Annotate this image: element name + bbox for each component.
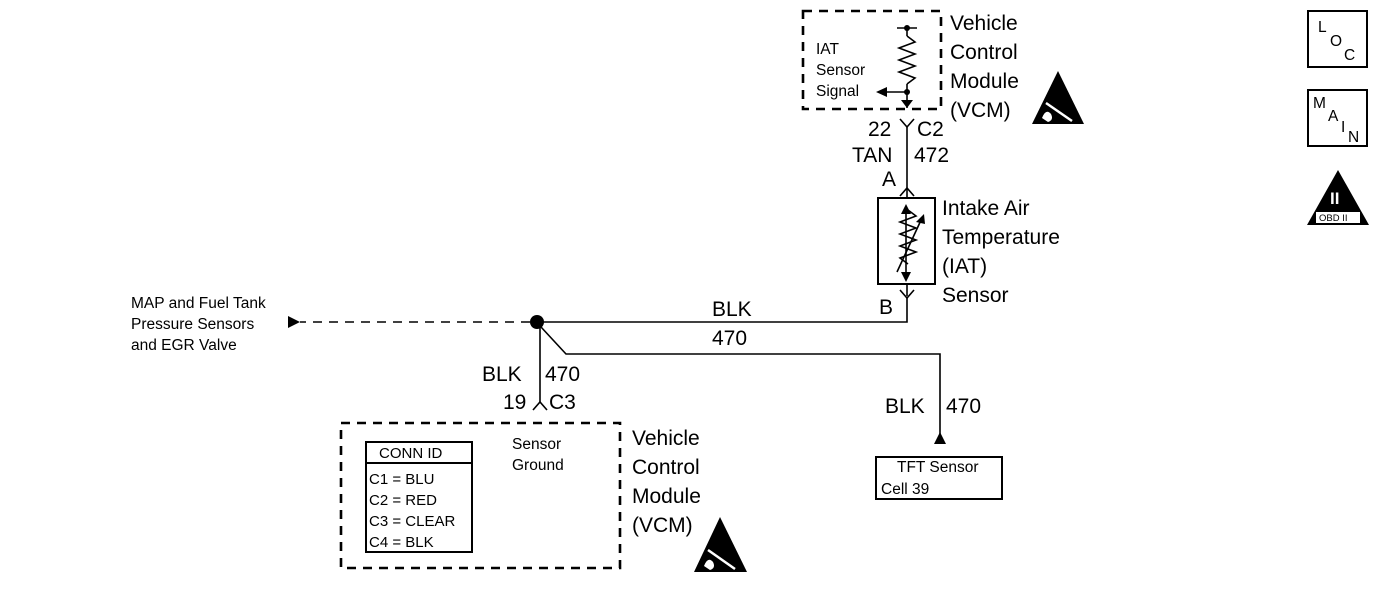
esd-warning-icon xyxy=(694,517,747,572)
esd-warning-icon xyxy=(1032,71,1084,124)
svg-text:M: M xyxy=(1313,95,1326,112)
wire-color-label: BLK xyxy=(482,363,522,386)
connector-id: C3 xyxy=(549,391,576,414)
svg-text:and EGR Valve: and EGR Valve xyxy=(131,337,237,354)
vcm-top-boundary xyxy=(801,9,943,111)
connector-pin-number: 19 xyxy=(503,391,526,414)
vcm-bottom: CONN ID C1 = BLU C2 = RED C3 = CLEAR C4 … xyxy=(339,421,747,572)
conn-id-table: CONN ID C1 = BLU C2 = RED C3 = CLEAR C4 … xyxy=(365,441,473,553)
svg-text:I: I xyxy=(1341,119,1345,136)
svg-text:L: L xyxy=(1318,19,1327,36)
continuation-arrow-icon xyxy=(288,316,300,328)
obd-ii-icon[interactable]: II OBD II xyxy=(1307,170,1369,225)
wire-circuit-label: 470 xyxy=(712,327,747,350)
svg-text:II: II xyxy=(1330,189,1339,208)
iat-sensor-title: Intake Air xyxy=(942,197,1030,220)
iat-sensor-title: Temperature xyxy=(942,226,1060,249)
vcm-top-internal-label: IAT xyxy=(816,41,839,58)
sensor-pin-b: B xyxy=(879,296,893,319)
main-icon-button[interactable]: M A I N xyxy=(1307,89,1368,147)
location-icon-button[interactable]: L O C xyxy=(1307,10,1368,68)
vcm-bottom-internal-label: Sensor xyxy=(512,436,561,453)
conn-id-row: C1 = BLU xyxy=(369,471,434,488)
svg-text:C: C xyxy=(1344,47,1355,64)
svg-text:OBD II: OBD II xyxy=(1319,213,1348,224)
vcm-bottom-title: Module xyxy=(632,485,701,508)
map-reference: MAP and Fuel Tank Pressure Sensors and E… xyxy=(131,295,266,354)
vcm-bottom-title: Control xyxy=(632,456,700,479)
vcm-bottom-boundary xyxy=(339,421,622,570)
vcm-top-internal-label: Signal xyxy=(816,83,859,100)
conn-id-row: C4 = BLK xyxy=(369,534,434,551)
conn-id-row: C3 = CLEAR xyxy=(369,513,455,530)
vcm-pullup-resistor xyxy=(896,35,918,85)
continuation-arrow-icon xyxy=(934,432,946,444)
conn-id-row: C2 = RED xyxy=(369,492,437,509)
vcm-top-title: Control xyxy=(950,41,1018,64)
wire-circuit-label: 470 xyxy=(946,395,981,418)
wire-color-label: BLK xyxy=(712,298,752,321)
wire-blk-470-tft xyxy=(540,326,941,436)
vcm-bottom-title: Vehicle xyxy=(632,427,700,450)
vcm-bottom-title: (VCM) xyxy=(632,514,693,537)
wire-color-label: TAN xyxy=(852,144,892,167)
vcm-top-title: Vehicle xyxy=(950,12,1018,35)
svg-text:N: N xyxy=(1348,129,1359,146)
vcm-bottom-internal-label: Ground xyxy=(512,457,564,474)
conn-id-header: CONN ID xyxy=(379,445,443,462)
connector-c3-pin19: 19 C3 xyxy=(503,391,576,414)
splice-junction xyxy=(530,315,544,329)
svg-text:Pressure Sensors: Pressure Sensors xyxy=(131,316,254,333)
tft-reference: TFT Sensor Cell 39 xyxy=(875,456,1003,500)
svg-text:MAP and Fuel Tank: MAP and Fuel Tank xyxy=(131,295,266,312)
connector-c2-pin22: 22 C2 xyxy=(868,118,944,141)
vcm-top: IAT Sensor Signal Vehicle Control Module… xyxy=(801,9,1084,124)
iat-sensor-title: (IAT) xyxy=(942,255,987,278)
wire-circuit-label: 472 xyxy=(914,144,949,167)
connector-pin-number: 22 xyxy=(868,118,891,141)
vcm-top-title: (VCM) xyxy=(950,99,1011,122)
iat-sensor-title: Sensor xyxy=(942,284,1009,307)
wire-color-label: BLK xyxy=(885,395,925,418)
iat-sensor: A B Intake Air Temperature (IAT) Sensor xyxy=(877,168,1060,319)
wire-circuit-label: 470 xyxy=(545,363,580,386)
connector-id: C2 xyxy=(917,118,944,141)
svg-text:A: A xyxy=(1328,108,1339,125)
svg-text:Cell 39: Cell 39 xyxy=(881,481,929,498)
svg-text:TFT Sensor: TFT Sensor xyxy=(897,459,979,476)
svg-text:O: O xyxy=(1330,33,1342,50)
sensor-pin-a: A xyxy=(882,168,896,191)
thermistor-icon xyxy=(897,209,919,265)
vcm-top-internal-label: Sensor xyxy=(816,62,865,79)
wire-blk-470-main xyxy=(537,298,908,323)
vcm-top-title: Module xyxy=(950,70,1019,93)
signal-arrow-icon xyxy=(876,87,887,97)
